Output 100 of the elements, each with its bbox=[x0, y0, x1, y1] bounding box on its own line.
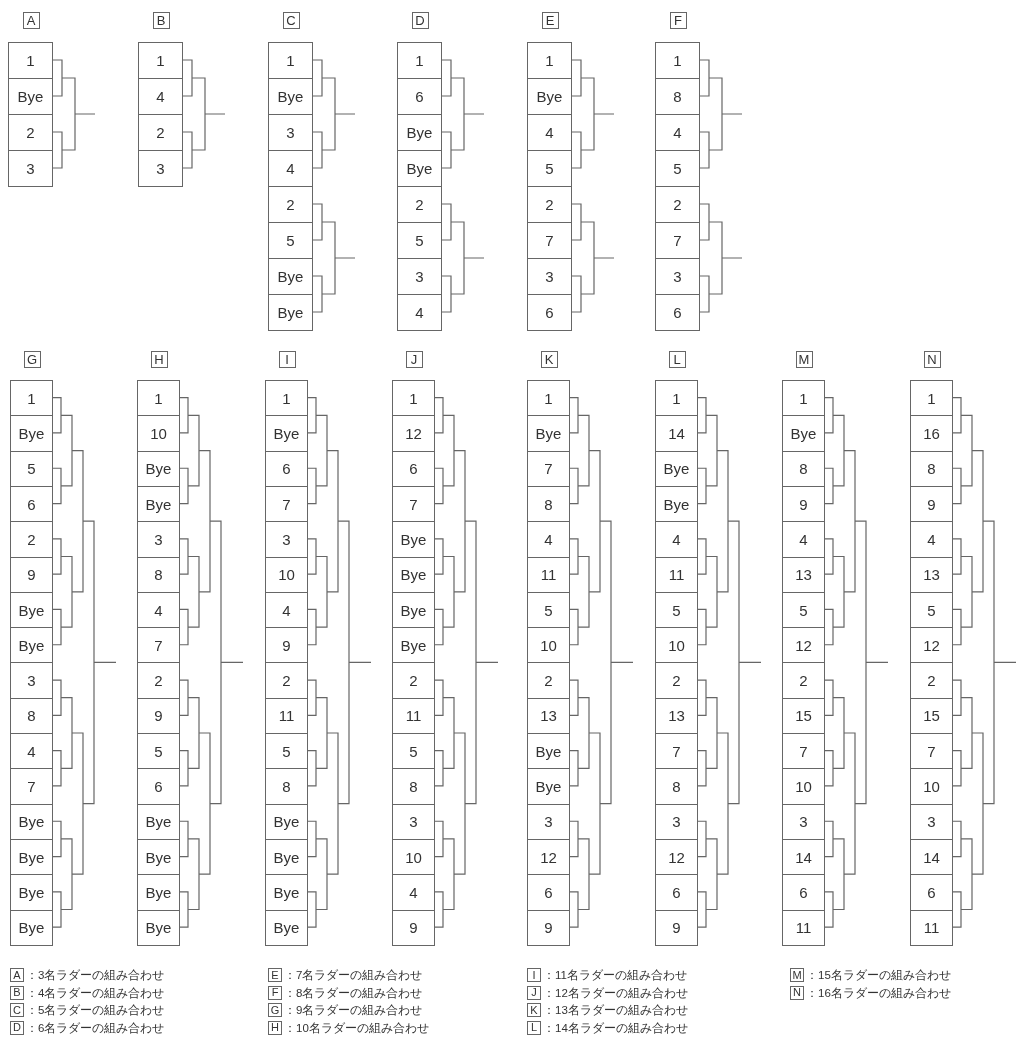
seed-cell: 5 bbox=[527, 150, 572, 188]
seed-cell: 7 bbox=[655, 222, 700, 260]
seed-cell: 5 bbox=[655, 150, 700, 188]
seed-cell: Bye bbox=[265, 909, 308, 947]
seed-cell: Bye bbox=[137, 909, 180, 947]
panel-letter: M bbox=[795, 351, 813, 368]
seed-cell: 11 bbox=[910, 909, 953, 947]
key-text: ：12名ラダーの組み合わせ bbox=[543, 985, 688, 1000]
seed-cell: 2 bbox=[138, 114, 183, 152]
seed-cell: 2 bbox=[10, 521, 53, 558]
key-text: ：5名ラダーの組み合わせ bbox=[26, 1003, 165, 1017]
seed-cell: 3 bbox=[268, 114, 313, 152]
seed-cell: 10 bbox=[655, 627, 698, 664]
panel-letter: L bbox=[668, 351, 686, 368]
seed-cell: 7 bbox=[910, 733, 953, 770]
seed-cell: 1 bbox=[655, 380, 698, 417]
seed-cell: Bye bbox=[397, 150, 442, 188]
seed-cell: Bye bbox=[527, 768, 570, 805]
key-letter: B bbox=[10, 985, 24, 1000]
seed-cell: Bye bbox=[392, 521, 435, 558]
key-text: ：7名ラダーの組み合わせ bbox=[284, 968, 423, 982]
seed-cell: 9 bbox=[527, 909, 570, 947]
seed-cell: 6 bbox=[782, 874, 825, 911]
seed-cell: 10 bbox=[782, 768, 825, 805]
seed-cell: 6 bbox=[655, 874, 698, 911]
seed-cell: 3 bbox=[138, 150, 183, 188]
panel-letter: A bbox=[22, 12, 40, 29]
key-text: ：3名ラダーの組み合わせ bbox=[26, 968, 165, 982]
seed-cell: Bye bbox=[10, 627, 53, 664]
seed-cell: 2 bbox=[392, 662, 435, 699]
key-letter: M bbox=[790, 968, 804, 982]
seed-cell: Bye bbox=[527, 78, 572, 116]
seed-cell: 8 bbox=[655, 78, 700, 116]
key-letter: E bbox=[268, 968, 282, 982]
key-text: ：10名ラダーの組み合わせ bbox=[284, 1020, 429, 1035]
seed-cell: 5 bbox=[265, 733, 308, 770]
seed-cell: 9 bbox=[392, 909, 435, 947]
panel-letter: F bbox=[669, 12, 687, 29]
seed-cell: 2 bbox=[265, 662, 308, 699]
seed-cell: 12 bbox=[910, 627, 953, 664]
seed-cell: 5 bbox=[397, 222, 442, 260]
panel-letter: J bbox=[405, 351, 423, 368]
seed-cell: Bye bbox=[265, 874, 308, 911]
key-letter: F bbox=[268, 985, 282, 1000]
seed-cell: 7 bbox=[10, 768, 53, 805]
key-text: ：4名ラダーの組み合わせ bbox=[26, 985, 165, 1000]
seed-cell: 2 bbox=[782, 662, 825, 699]
seed-cell: 3 bbox=[527, 258, 572, 296]
key-text: ：9名ラダーの組み合わせ bbox=[284, 1003, 423, 1017]
seed-cell: 6 bbox=[137, 768, 180, 805]
seed-cell: 3 bbox=[397, 258, 442, 296]
key-letter: K bbox=[527, 1003, 541, 1017]
panel-letter: H bbox=[150, 351, 168, 368]
seed-cell: Bye bbox=[397, 114, 442, 152]
seed-cell: 1 bbox=[527, 380, 570, 417]
seed-cell: 1 bbox=[137, 380, 180, 417]
key-letter: L bbox=[527, 1020, 541, 1035]
seed-cell: Bye bbox=[268, 294, 313, 332]
key-text: ：16名ラダーの組み合わせ bbox=[806, 985, 951, 1000]
seed-cell: 1 bbox=[268, 42, 313, 80]
seed-cell: 16 bbox=[910, 415, 953, 452]
seed-cell: Bye bbox=[782, 415, 825, 452]
key-letter: G bbox=[268, 1003, 282, 1017]
seed-cell: 10 bbox=[137, 415, 180, 452]
seed-cell: 14 bbox=[655, 415, 698, 452]
seed-cell: 9 bbox=[265, 627, 308, 664]
seed-cell: 1 bbox=[10, 380, 53, 417]
seed-cell: 2 bbox=[268, 186, 313, 224]
panel-letter: C bbox=[282, 12, 300, 29]
key-text: ：15名ラダーの組み合わせ bbox=[806, 968, 951, 982]
seed-cell: 4 bbox=[138, 78, 183, 116]
seed-cell: 12 bbox=[782, 627, 825, 664]
seed-cell: 4 bbox=[527, 114, 572, 152]
key-text: ：6名ラダーの組み合わせ bbox=[26, 1020, 165, 1035]
key-text: ：13名ラダーの組み合わせ bbox=[543, 1003, 688, 1017]
seed-cell: 4 bbox=[655, 521, 698, 558]
seed-cell: 8 bbox=[265, 768, 308, 805]
seed-cell: 12 bbox=[392, 415, 435, 452]
seed-cell: 1 bbox=[527, 42, 572, 80]
seed-cell: 3 bbox=[655, 258, 700, 296]
seed-cell: 5 bbox=[268, 222, 313, 260]
seed-cell: 4 bbox=[782, 521, 825, 558]
seed-cell: 2 bbox=[527, 662, 570, 699]
seed-cell: Bye bbox=[392, 627, 435, 664]
seed-cell: 4 bbox=[910, 521, 953, 558]
seed-cell: Bye bbox=[265, 415, 308, 452]
key-letter: C bbox=[10, 1003, 24, 1017]
seed-cell: Bye bbox=[268, 258, 313, 296]
seed-cell: Bye bbox=[527, 733, 570, 770]
seed-cell: Bye bbox=[8, 78, 53, 116]
seed-cell: 1 bbox=[138, 42, 183, 80]
key-text: ：14名ラダーの組み合わせ bbox=[543, 1020, 688, 1035]
seed-cell: 3 bbox=[265, 521, 308, 558]
seed-cell: 7 bbox=[137, 627, 180, 664]
seed-cell: 3 bbox=[8, 150, 53, 188]
panel-letter: K bbox=[540, 351, 558, 368]
key-text: ：8名ラダーの組み合わせ bbox=[284, 985, 423, 1000]
seed-cell: 6 bbox=[910, 874, 953, 911]
seed-cell: Bye bbox=[268, 78, 313, 116]
seed-cell: 11 bbox=[782, 909, 825, 947]
